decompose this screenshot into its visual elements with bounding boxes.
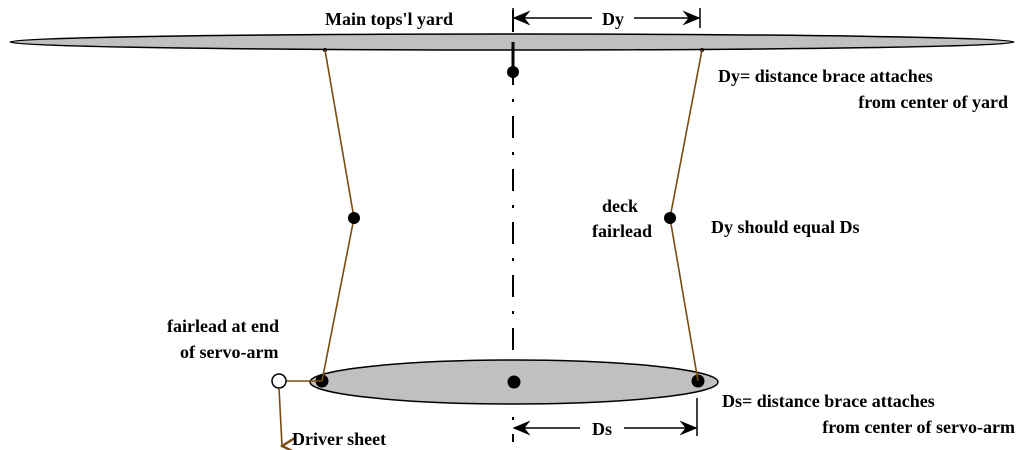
ds-definition-line2: from center of servo-arm [822,417,1015,437]
driver-sheet-arrow [278,387,282,446]
servo-fairlead-label-line1: fairlead at end [167,316,279,336]
yard-center-point [507,66,519,78]
ds-label: Ds [592,419,612,439]
servo-fairlead-label-line2: of servo-arm [180,342,278,362]
deck-fairlead-label-line2: fairlead [592,221,652,241]
ds-definition-line1: Ds= distance brace attaches [722,391,935,411]
dy-definition-line2: from center of yard [858,92,1008,112]
equality-note: Dy should equal Ds [711,217,860,237]
dy-definition-line1: Dy= distance brace attaches [718,66,933,86]
yard-label: Main tops'l yard [325,9,453,29]
deck-fairlead-label-line1: deck [602,196,638,216]
servo-center-point [507,375,521,389]
driver-block [271,373,287,389]
deck-fairlead-left [348,212,360,224]
dy-label: Dy [602,9,624,29]
deck-fairlead-right [664,212,676,224]
driver-sheet-label: Driver sheet [292,429,386,449]
